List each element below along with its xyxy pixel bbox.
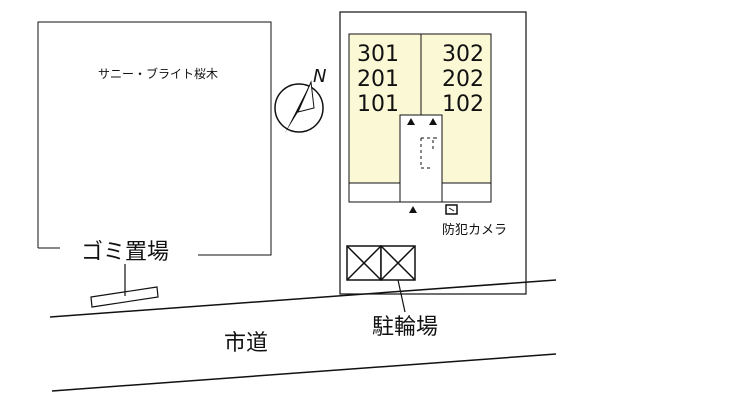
unit-302: 302 [442,42,484,67]
unit-202: 202 [442,67,484,92]
bicycle-parking-icon [346,245,416,281]
unit-101: 101 [357,92,399,117]
unit-301: 301 [357,42,399,67]
apartment-building [348,33,492,213]
garbage-label: ゴミ置場 [81,240,169,265]
unit-102: 102 [442,92,484,117]
neighbor-building: サニー・ブライト桜木 [37,21,272,256]
bicycle-parking-label: 駐輪場 [372,315,438,340]
compass-north-label: N [313,66,326,87]
unit-201: 201 [357,67,399,92]
road [49,279,557,392]
unit-labels: 301 201 101 302 202 102 [357,42,484,117]
garbage-area [90,264,159,308]
compass-icon: N [274,66,326,133]
camera-icon [445,204,458,215]
road-label: 市道 [224,331,268,356]
neighbor-building-label: サニー・ブライト桜木 [98,66,218,81]
camera-label: 防犯カメラ [442,222,507,238]
